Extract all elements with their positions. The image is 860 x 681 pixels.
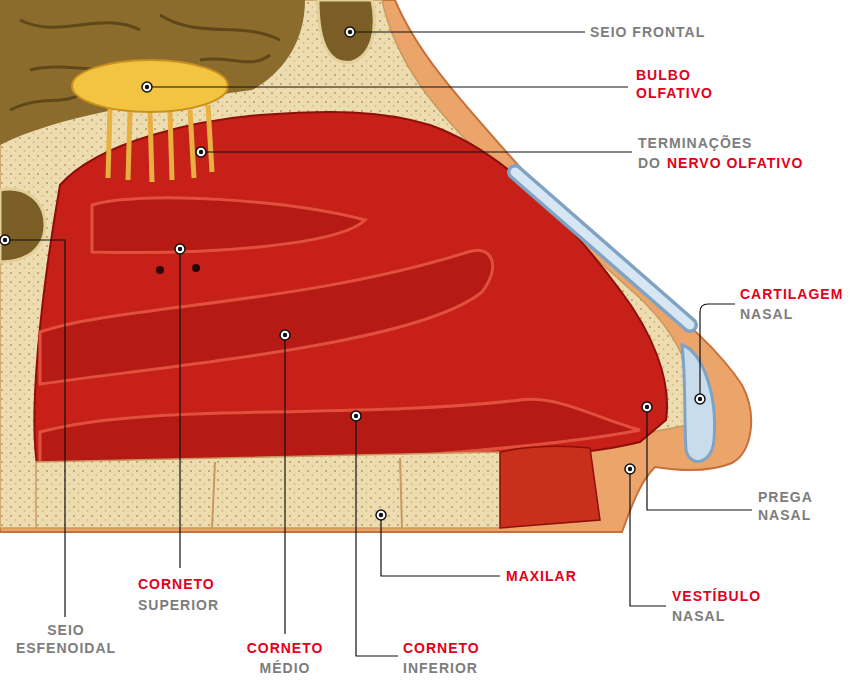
part-label: INFERIOR [403,659,478,677]
part-label: NASAL [740,305,793,323]
part-label: CORNETO [236,639,334,657]
part-label: NASAL [672,607,725,625]
part-label: MÉDIO [236,659,334,677]
part-label: CARTILAGEM [740,285,843,303]
part-label: VESTÍBULO [672,587,761,605]
part-label: SUPERIOR [138,596,219,614]
part-label: TERMINAÇÕES [638,134,752,152]
part-label: PREGA NASAL [758,488,838,524]
part-label: NERVO OLFATIVO [667,154,803,172]
part-label: DO [638,154,661,172]
part-label: CORNETO [403,639,480,657]
part-label: SEIO FRONTAL [590,23,705,41]
part-label: MAXILAR [506,567,577,585]
part-label: CORNETO [138,575,215,593]
part-label: SEIO ESFENOIDAL [4,621,128,657]
part-label: BULBO OLFATIVO [636,66,736,102]
